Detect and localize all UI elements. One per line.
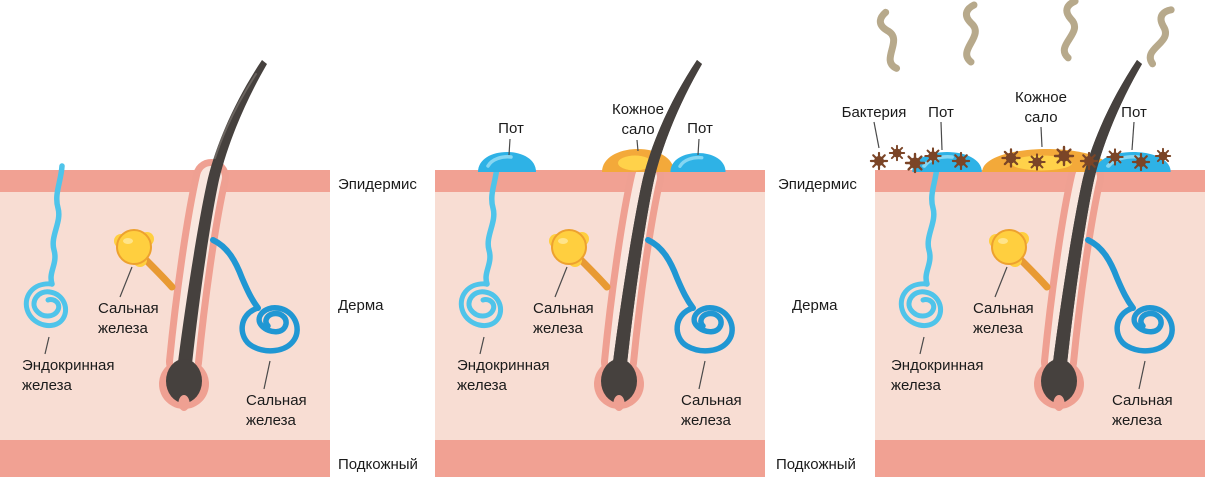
sweat-drop-left bbox=[476, 150, 538, 174]
layer-label-subcutaneous-2: Подкожный bbox=[776, 456, 856, 473]
panel-sweating-skin bbox=[435, 60, 765, 477]
odor-waves bbox=[878, 1, 1172, 70]
sweat-label-left: Пот bbox=[928, 104, 954, 121]
sebum-drop bbox=[602, 149, 674, 172]
apocrine-gland-label: Сальная железа bbox=[246, 392, 307, 429]
sebum-label: Кожное сало bbox=[612, 101, 664, 138]
sweat-label-left: Пот bbox=[498, 120, 524, 137]
endocrine-gland-label: Эндокринная железа bbox=[457, 357, 550, 394]
sebaceous-gland-label: Сальная железа bbox=[98, 300, 159, 337]
apocrine-gland-label: Сальная железа bbox=[1112, 392, 1173, 429]
bacteria-label: Бактерия bbox=[841, 104, 907, 121]
sebaceous-gland-label: Сальная железа bbox=[533, 300, 594, 337]
endocrine-gland-label: Эндокринная железа bbox=[891, 357, 984, 394]
layer-label-epidermis-1: Эпидермис bbox=[338, 176, 417, 193]
layer-label-derma-1: Дерма bbox=[338, 297, 384, 314]
sebaceous-gland-label: Сальная железа bbox=[973, 300, 1034, 337]
sweat-label-right: Пот bbox=[1121, 104, 1147, 121]
layer-label-subcutaneous-1: Подкожный bbox=[338, 456, 418, 473]
layer-label-derma-2: Дерма bbox=[792, 297, 838, 314]
sebum-label: Кожное сало bbox=[1015, 89, 1067, 126]
sweat-label-right: Пот bbox=[687, 120, 713, 137]
apocrine-gland-label: Сальная железа bbox=[681, 392, 742, 429]
panel-bacteria-skin bbox=[871, 1, 1205, 477]
endocrine-gland-label: Эндокринная железа bbox=[22, 357, 115, 394]
layer-label-epidermis-2: Эпидермис bbox=[778, 176, 857, 193]
sweat-drop-right bbox=[668, 151, 728, 174]
